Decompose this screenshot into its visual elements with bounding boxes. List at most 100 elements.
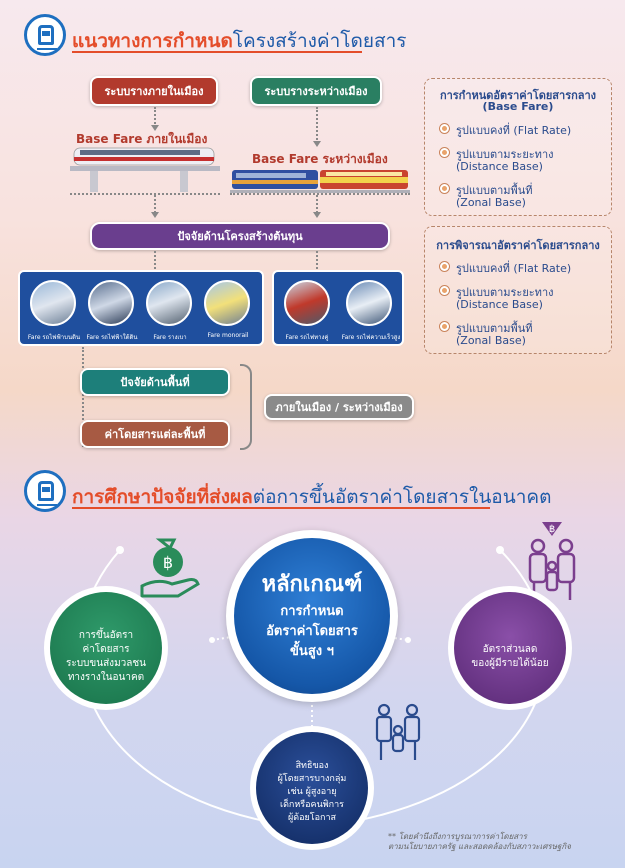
center-line: การกำหนด <box>280 604 344 619</box>
bottom-circle-line: เช่น ผู้สูงอายุ <box>287 787 337 797</box>
right-circle <box>454 592 566 704</box>
scope-pill: ภายในเมือง / ระหว่างเมือง <box>264 394 414 420</box>
intercity-rail-system-pill: ระบบรางระหว่างเมือง <box>250 76 382 106</box>
section2-title-rest: ต่อการขึ้นอัตราค่าโดยสารในอนาคต <box>252 486 552 508</box>
svg-text:฿: ฿ <box>549 524 555 535</box>
subway-photo <box>88 280 134 326</box>
intercity-base-fare-label: Base Fare ระหว่างเมือง <box>252 152 388 166</box>
center-title: หลักเกณฑ์ <box>261 572 363 597</box>
fare-type-caption: Fare monorail <box>207 332 249 339</box>
train-icon <box>24 14 66 56</box>
center-circle <box>234 538 390 694</box>
consider-item: (Zonal Base) <box>456 334 526 347</box>
fare-type-caption: Fare รถไฟทางคู่ <box>285 334 329 341</box>
skytrain-image <box>70 147 220 192</box>
skytrain-photo <box>30 280 76 326</box>
consider-item: รูปแบบตามระยะทาง <box>456 286 554 299</box>
cost-factor-bar: ปัจจัยด้านโครงสร้างต้นทุน <box>90 222 390 250</box>
section2-underline <box>72 507 490 509</box>
section1-title-rest: โครงสร้างค่าโดยสาร <box>232 30 407 52</box>
base-fare-item: รูปแบบคงที่ (Flat Rate) <box>456 124 572 137</box>
family-icon <box>375 703 421 760</box>
svg-text:฿: ฿ <box>163 553 173 572</box>
urban-fare-types-panel: Fare รถไฟฟ้าบนดิน Fare รถไฟฟ้าใต้ดิน Far… <box>18 270 264 346</box>
base-fare-box-title: การกำหนดอัตราค่าโดยสารกลาง <box>439 89 597 102</box>
urban-rail-system-pill: ระบบรางภายในเมือง <box>90 76 218 106</box>
double-track-photo <box>284 280 330 326</box>
connector <box>82 347 84 447</box>
section2-title-emph: การศึกษาปัจจัยที่ส่งผล <box>72 486 253 508</box>
center-line: ขั้นสูง ฯ <box>290 644 334 659</box>
left-circle <box>50 592 162 704</box>
arrow-down-icon <box>151 212 159 218</box>
connector <box>316 107 318 143</box>
arrow-down-icon <box>313 141 321 147</box>
fare-type-caption: Fare รถไฟฟ้าบนดิน <box>27 334 81 341</box>
section1-title: แนวทางการกำหนดโครงสร้างค่าโดยสาร <box>72 26 406 56</box>
urban-rail-system-label: ระบบรางภายในเมือง <box>104 85 204 98</box>
bullet-icon <box>440 322 449 331</box>
area-fare-label: ค่าโดยสารแต่ละพื้นที่ <box>104 428 206 441</box>
bottom-circle <box>256 732 368 844</box>
bullet-icon <box>440 184 449 193</box>
fare-type-caption: Fare รถไฟความเร็วสูง <box>341 334 401 341</box>
connector <box>316 251 318 269</box>
section1-underline <box>72 51 362 53</box>
bullet-icon <box>440 262 449 271</box>
left-circle-line: ระบบขนส่งมวลชน <box>65 658 147 669</box>
connector <box>230 193 410 195</box>
left-circle-line: ค่าโดยสาร <box>82 644 130 655</box>
center-line: อัตราค่าโดยสาร <box>266 624 358 639</box>
consider-box <box>424 226 612 354</box>
left-circle-line: ทางรางในอนาคต <box>67 672 145 683</box>
brace <box>240 364 252 450</box>
footnote: ** โดยคำนึงถึงการบูรณาการค่าโดยสาร ตามนโ… <box>388 832 618 853</box>
monorail-photo <box>204 280 250 326</box>
left-circle-line: การขึ้นอัตรา <box>78 630 134 641</box>
right-circle-line: ของผู้มีรายได้น้อย <box>471 658 549 669</box>
connector <box>154 195 156 213</box>
arrow-down-icon <box>313 212 321 218</box>
area-factor-label: ปัจจัยด้านพื้นที่ <box>120 376 190 389</box>
bottom-circle-line: สิทธิของ <box>295 761 329 771</box>
bullet-icon <box>440 148 449 157</box>
connector <box>154 107 156 127</box>
consider-item: รูปแบบตามพื้นที่ <box>456 322 533 335</box>
base-fare-box-subtitle: (Base Fare) <box>482 100 554 113</box>
base-fare-item: รูปแบบตามระยะทาง <box>456 148 554 161</box>
fare-type-caption: Fare รถไฟฟ้าใต้ดิน <box>86 334 138 341</box>
intercity-train-image <box>230 170 410 193</box>
footnote-line: ** โดยคำนึงถึงการบูรณาการค่าโดยสาร <box>388 832 527 841</box>
base-fare-item: รูปแบบตามพื้นที่ <box>456 184 533 197</box>
consider-item: รูปแบบคงที่ (Flat Rate) <box>456 262 572 275</box>
section2-title: การศึกษาปัจจัยที่ส่งผลต่อการขึ้นอัตราค่า… <box>72 482 551 512</box>
right-circle-line: อัตราส่วนลด <box>482 644 538 655</box>
base-fare-item: (Zonal Base) <box>456 196 526 209</box>
bullet-icon <box>440 124 449 133</box>
connector <box>70 193 220 195</box>
bottom-circle-line: เด็กหรือคนพิการ <box>280 800 344 810</box>
light-rail-photo <box>146 280 192 326</box>
bottom-circle-line: ผู้โดยสารบางกลุ่ม <box>277 774 347 784</box>
connector <box>154 251 156 269</box>
intercity-fare-types-panel: Fare รถไฟทางคู่ Fare รถไฟความเร็วสูง <box>272 270 404 346</box>
consider-box-title: การพิจารณาอัตราค่าโดยสารกลาง <box>436 239 600 252</box>
urban-base-fare-label: Base Fare ภายในเมือง <box>76 132 208 146</box>
area-factor-pill: ปัจจัยด้านพื้นที่ <box>80 368 230 396</box>
train-icon <box>24 470 66 512</box>
connector <box>316 195 318 213</box>
scope-label: ภายในเมือง / ระหว่างเมือง <box>275 401 403 414</box>
base-fare-item: (Distance Base) <box>456 160 543 173</box>
intercity-rail-system-label: ระบบรางระหว่างเมือง <box>264 85 368 98</box>
section1-title-emph: แนวทางการกำหนด <box>72 30 233 52</box>
base-fare-box <box>424 78 612 216</box>
high-speed-rail-photo <box>346 280 392 326</box>
money-bag-hand-icon: ฿ <box>140 538 200 598</box>
consider-item: (Distance Base) <box>456 298 543 311</box>
footnote-line: ตามนโยบายภาครัฐ และสอดคล้องกับสภาวะเศรษฐ… <box>388 842 571 852</box>
bottom-circle-line: ผู้ด้อยโอกาส <box>287 813 337 823</box>
fare-type-caption: Fare รางเบา <box>153 334 187 341</box>
bullet-icon <box>440 286 449 295</box>
arrow-down-icon <box>151 125 159 131</box>
area-fare-pill: ค่าโดยสารแต่ละพื้นที่ <box>80 420 230 448</box>
